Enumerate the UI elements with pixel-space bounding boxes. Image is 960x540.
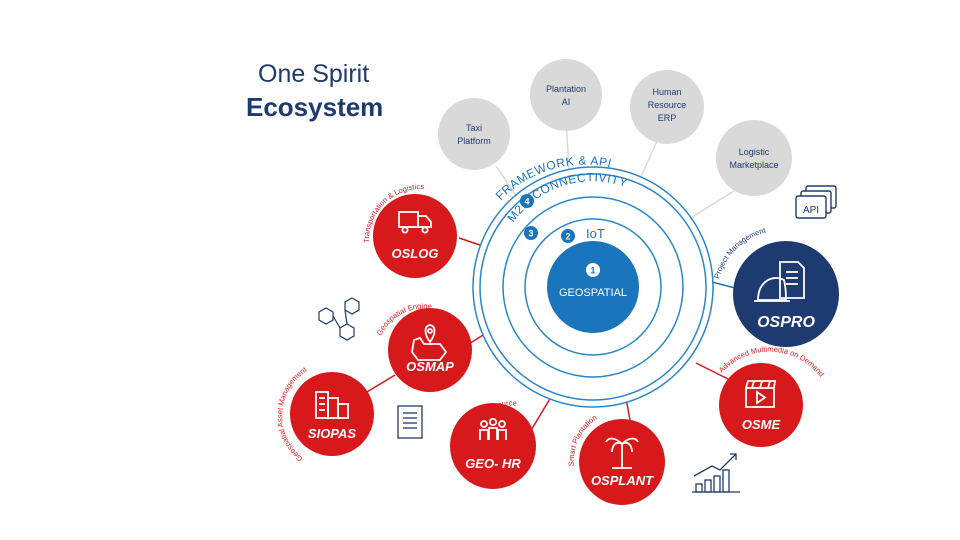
product-osplant: OSPLANT Smart Plantation (567, 413, 665, 505)
partner-circle (630, 70, 704, 144)
document-icon (397, 405, 423, 439)
partner-label-line: Plantation (546, 84, 586, 94)
connector-ospro (711, 281, 736, 289)
molecule-icon (318, 297, 360, 341)
partner-label-line: Marketplace (729, 160, 778, 170)
product-name: SIOPAS (308, 426, 356, 441)
product-circle (373, 194, 457, 278)
partner-logistic-marketplace: Logistic Marketplace (716, 120, 792, 196)
product-name: OSME (742, 417, 781, 432)
ring-m2m (502, 196, 684, 378)
product-circle (290, 372, 374, 456)
title-line-two: Ecosystem (246, 92, 384, 122)
api-icon: API (795, 185, 837, 219)
layer-1-badge (586, 263, 600, 277)
product-circle (450, 403, 536, 489)
layer-2-label: IoT (586, 226, 605, 241)
product-name: OSPLANT (591, 473, 654, 488)
map-pin-icon (411, 324, 448, 361)
partner-circle (716, 120, 792, 196)
layer-3-badge (524, 226, 538, 240)
people-icon (479, 417, 507, 440)
partner-circle (530, 59, 602, 131)
product-name: OSMAP (406, 359, 454, 374)
connector-osme (695, 362, 731, 381)
partner-label-line: Taxi (466, 123, 482, 133)
product-oslog: OSLOG Transportation & Logistics (362, 182, 457, 278)
partner-circle (438, 98, 510, 170)
title-line-one: One Spirit (258, 60, 370, 88)
product-ospro: OSPRO Project Management (712, 225, 839, 347)
ring-iot (524, 218, 662, 356)
clapperboard-icon (745, 380, 777, 408)
api-icon-label: API (803, 205, 819, 216)
layer-4-badge (520, 194, 534, 208)
partner-label-line: AI (562, 97, 571, 107)
layer-1-number: 1 (590, 266, 595, 276)
buildings-icon (315, 391, 349, 419)
layer-4-number: 4 (524, 197, 529, 207)
connector-oslog (458, 237, 484, 247)
layer-2-number: 2 (565, 232, 570, 242)
product-osme: OSME Advanced Multimedia on Demand (717, 345, 826, 447)
layer-2-badge (561, 229, 575, 243)
product-name: GEO- HR (465, 456, 521, 471)
product-geo-hr: GEO- HR Geospatial Human Resource (450, 398, 536, 489)
partner-label-line: Logistic (739, 147, 770, 157)
palm-tree-icon (605, 437, 639, 469)
partner-label-line: ERP (658, 113, 677, 123)
product-siopas: SIOPAS Geospatial Asset Management (275, 365, 374, 463)
ring-framework-inner (479, 173, 707, 401)
layer-1-label: GEOSPATIAL (559, 287, 627, 299)
partner-taxi-platform: Taxi Platform (438, 98, 510, 170)
product-name: OSLOG (392, 246, 439, 261)
product-circle (388, 308, 472, 392)
partner-label-line: Human (652, 87, 681, 97)
growth-chart-icon (692, 453, 740, 493)
helmet-document-icon (754, 261, 805, 302)
layer-3-number: 3 (528, 229, 533, 239)
product-circle (719, 363, 803, 447)
product-name: OSPRO (757, 314, 815, 331)
partner-human-resource-erp: Human Resource ERP (630, 70, 704, 144)
partner-label-line: Resource (648, 100, 687, 110)
partner-plantation-ai: Plantation AI (530, 59, 602, 131)
truck-icon (398, 211, 432, 234)
partner-label-line: Platform (457, 136, 491, 146)
core-geospatial (547, 241, 639, 333)
